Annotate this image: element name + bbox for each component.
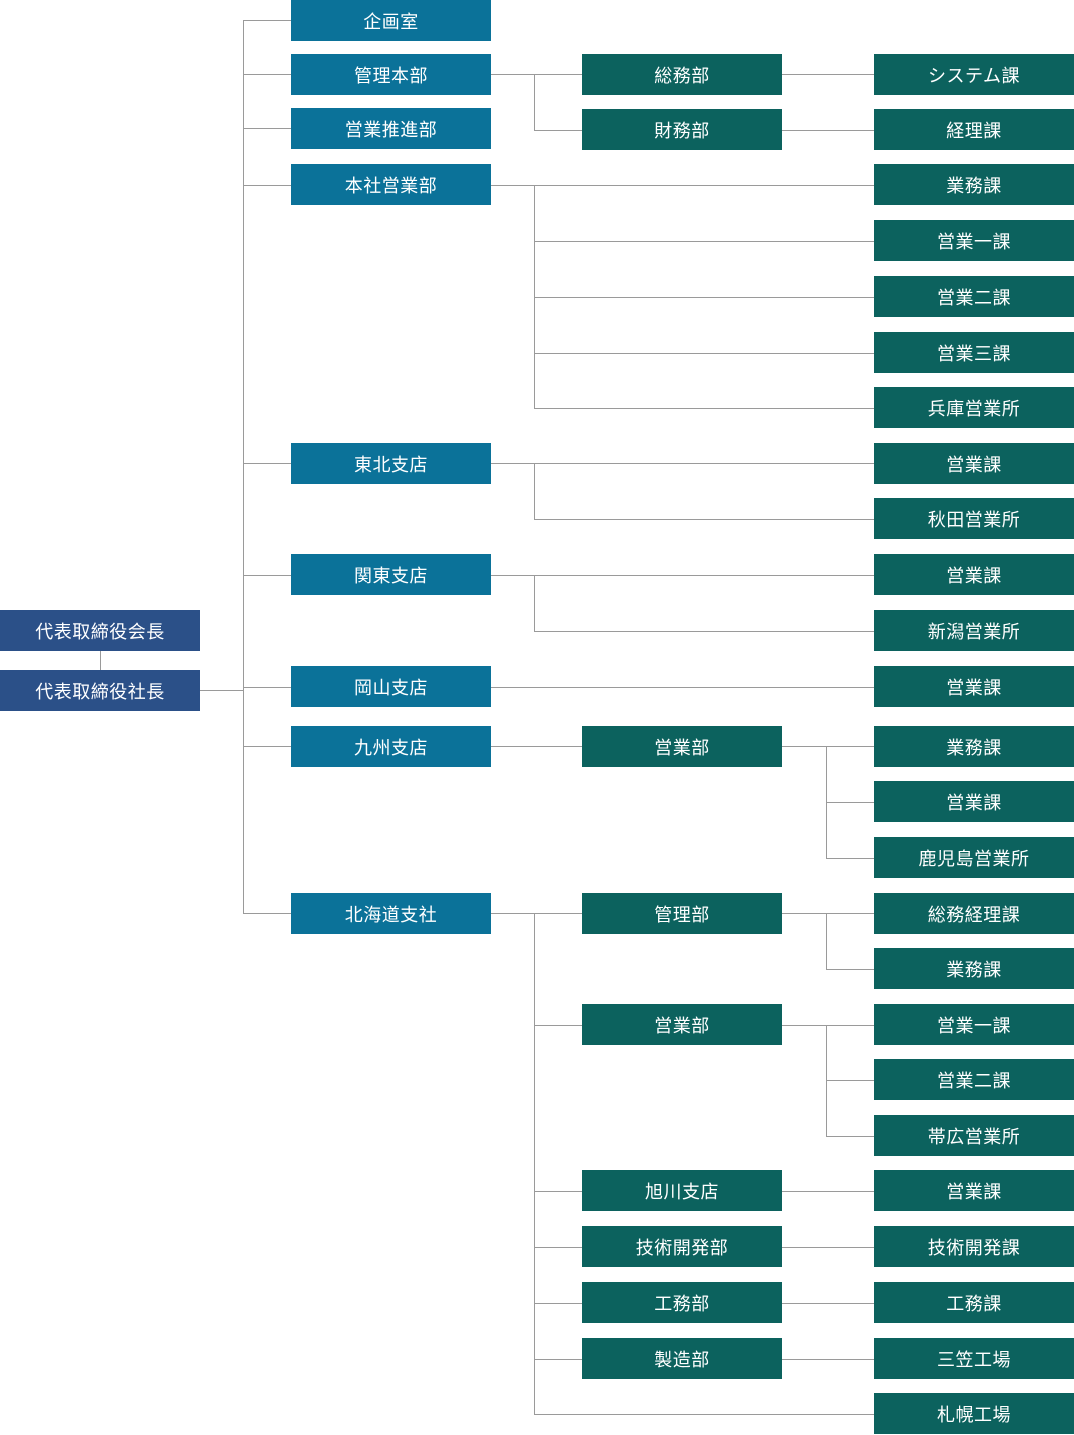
box-head-office-sales: 本社営業部 bbox=[291, 164, 491, 205]
box-kyushu-sales-section: 営業課 bbox=[874, 781, 1074, 822]
box-obihiro-office: 帯広営業所 bbox=[874, 1115, 1074, 1156]
box-head-sales-1-section: 営業一課 bbox=[874, 220, 1074, 261]
box-sales-promotion: 営業推進部 bbox=[291, 108, 491, 149]
box-kyushu-branch: 九州支店 bbox=[291, 726, 491, 767]
box-tech-dev-section: 技術開発課 bbox=[874, 1226, 1074, 1267]
box-head-business-section: 業務課 bbox=[874, 164, 1074, 205]
box-hokkaido-business-section: 業務課 bbox=[874, 948, 1074, 989]
box-okayama-sales-section: 営業課 bbox=[874, 666, 1074, 707]
box-kagoshima-office: 鹿児島営業所 bbox=[874, 837, 1074, 878]
box-chairman: 代表取締役会長 bbox=[0, 610, 200, 651]
box-hokkaido-sales-2-section: 営業二課 bbox=[874, 1059, 1074, 1100]
box-general-affairs-dept: 総務部 bbox=[582, 54, 782, 95]
box-engineering-dept: 工務部 bbox=[582, 1282, 782, 1323]
box-tohoku-sales-section: 営業課 bbox=[874, 443, 1074, 484]
box-tohoku-branch: 東北支店 bbox=[291, 443, 491, 484]
box-hokkaido-sales-dept: 営業部 bbox=[582, 1004, 782, 1045]
box-manufacturing-dept: 製造部 bbox=[582, 1338, 782, 1379]
box-hokkaido-sales-1-section: 営業一課 bbox=[874, 1004, 1074, 1045]
box-okayama-branch: 岡山支店 bbox=[291, 666, 491, 707]
box-tech-dev-dept: 技術開発部 bbox=[582, 1226, 782, 1267]
box-hokkaido-admin-dept: 管理部 bbox=[582, 893, 782, 934]
box-finance-dept: 財務部 bbox=[582, 109, 782, 150]
box-akita-office: 秋田営業所 bbox=[874, 498, 1074, 539]
box-president: 代表取締役社長 bbox=[0, 670, 200, 711]
box-mikasa-factory: 三笠工場 bbox=[874, 1338, 1074, 1379]
box-asahikawa-branch: 旭川支店 bbox=[582, 1170, 782, 1211]
box-kyushu-sales-dept: 営業部 bbox=[582, 726, 782, 767]
box-kanto-sales-section: 営業課 bbox=[874, 554, 1074, 595]
box-head-sales-3-section: 営業三課 bbox=[874, 332, 1074, 373]
box-planning-office: 企画室 bbox=[291, 0, 491, 41]
box-hokkaido-office: 北海道支社 bbox=[291, 893, 491, 934]
box-engineering-section: 工務課 bbox=[874, 1282, 1074, 1323]
box-hyogo-office: 兵庫営業所 bbox=[874, 387, 1074, 428]
box-asahikawa-sales-section: 営業課 bbox=[874, 1170, 1074, 1211]
box-kanto-branch: 関東支店 bbox=[291, 554, 491, 595]
box-hokkaido-ga-accounting-section: 総務経理課 bbox=[874, 893, 1074, 934]
box-kyushu-business-section: 業務課 bbox=[874, 726, 1074, 767]
box-accounting-section: 経理課 bbox=[874, 109, 1074, 150]
box-admin-headquarters: 管理本部 bbox=[291, 54, 491, 95]
box-system-section: システム課 bbox=[874, 54, 1074, 95]
box-niigata-office: 新潟営業所 bbox=[874, 610, 1074, 651]
box-head-sales-2-section: 営業二課 bbox=[874, 276, 1074, 317]
box-sapporo-factory: 札幌工場 bbox=[874, 1393, 1074, 1434]
